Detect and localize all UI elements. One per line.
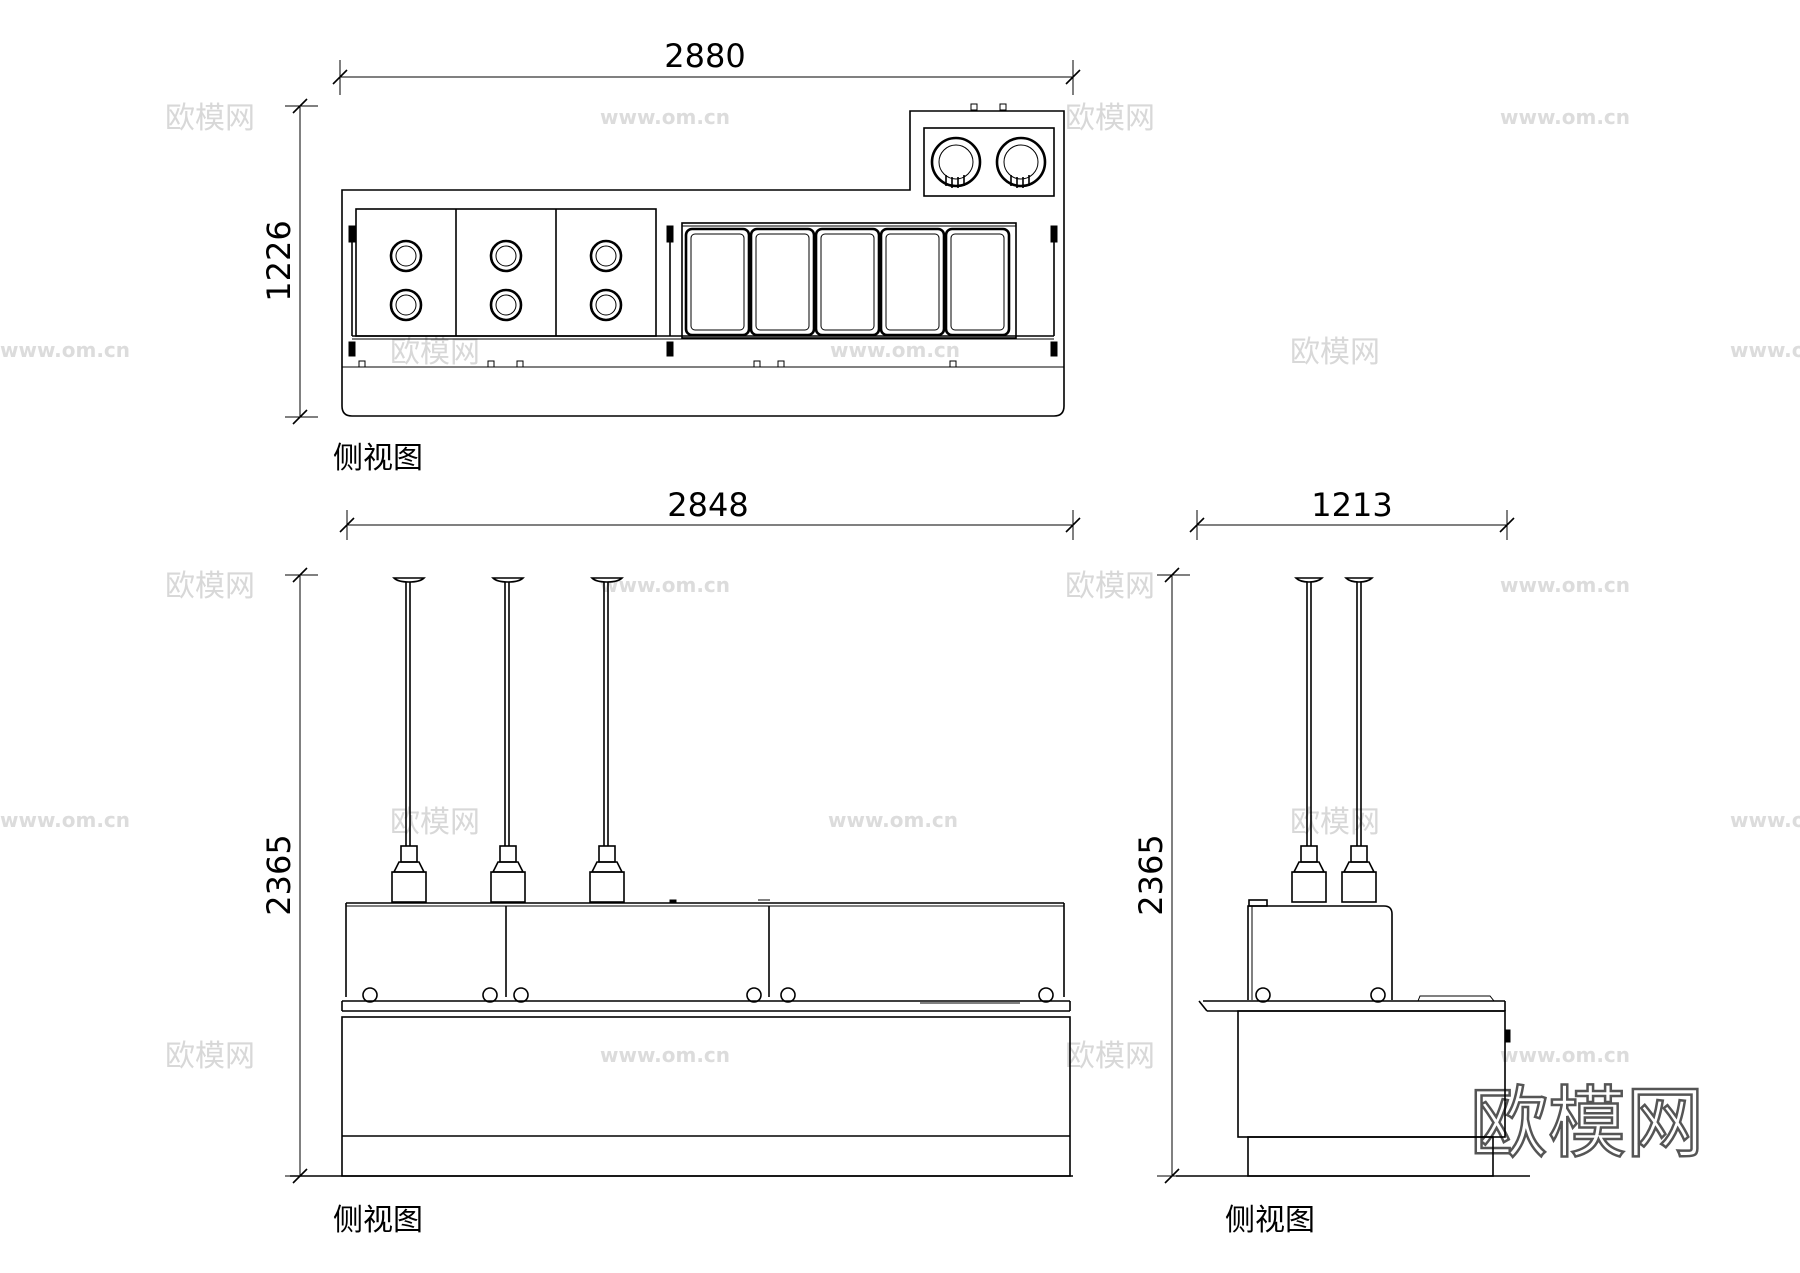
watermark-brand: 欧模网 xyxy=(1065,569,1155,604)
front-width-dimension: 2848 xyxy=(339,486,1081,540)
plan-depth-dimension: 1226 xyxy=(260,98,318,425)
watermark-url: www.om.cn xyxy=(0,338,130,362)
watermark-url: www.om.cn xyxy=(1500,573,1630,597)
plan-width-label: 2880 xyxy=(664,37,745,75)
counter-outline xyxy=(341,110,1065,417)
watermark-url: www.om.cn xyxy=(1500,1043,1630,1067)
side-heat-lamps xyxy=(1291,577,1377,903)
watermark-url: www.om.cn xyxy=(1730,808,1800,832)
watermark-brand: 欧模网 xyxy=(1290,335,1380,370)
watermark-brand: 欧模网 xyxy=(165,101,255,136)
watermark-brand: 欧模网 xyxy=(165,569,255,604)
watermark-brand: 欧模网 xyxy=(1290,805,1380,840)
side-width-label: 1213 xyxy=(1311,486,1392,524)
front-caption: 侧视图 xyxy=(333,1203,423,1238)
heat-lamps xyxy=(391,577,625,903)
plan-caption: 侧视图 xyxy=(333,441,423,476)
front-height-label: 2365 xyxy=(260,834,298,915)
watermark-url: www.om.cn xyxy=(600,1043,730,1067)
side-caption: 侧视图 xyxy=(1225,1203,1315,1238)
watermark-layer: 欧模网 www.om.cn 欧模网 www.om.cn www.om.cn 欧模… xyxy=(0,101,1800,1170)
watermark-url: www.om.cn xyxy=(600,573,730,597)
plan-width-dimension: 2880 xyxy=(332,37,1081,95)
counter-body xyxy=(341,1000,1071,1177)
watermark-brand: 欧模网 xyxy=(390,335,480,370)
side-sneeze-guard xyxy=(1247,899,1393,1003)
front-elevation: 2848 2365 xyxy=(260,486,1081,1238)
watermark-brand-large: 欧模网 xyxy=(1470,1079,1704,1169)
side-elevation: 1213 2365 xyxy=(1132,486,1530,1238)
watermark-url: www.om.cn xyxy=(1730,338,1800,362)
side-height-dimension: 2365 xyxy=(1132,567,1190,1184)
side-width-dimension: 1213 xyxy=(1189,486,1515,540)
watermark-url: www.om.cn xyxy=(0,808,130,832)
watermark-url: www.om.cn xyxy=(600,105,730,129)
side-counter-body xyxy=(1198,995,1511,1177)
bain-marie-pans xyxy=(681,222,1017,339)
induction-cooktops xyxy=(355,208,657,337)
front-height-dimension: 2365 xyxy=(260,567,318,1184)
watermark-brand: 欧模网 xyxy=(390,805,480,840)
double-burner-unit xyxy=(923,103,1055,197)
watermark-url: www.om.cn xyxy=(830,338,960,362)
sneeze-guard xyxy=(345,899,1065,1003)
watermark-url: www.om.cn xyxy=(1500,105,1630,129)
watermark-brand: 欧模网 xyxy=(165,1039,255,1074)
front-width-label: 2848 xyxy=(667,486,748,524)
plan-depth-label: 1226 xyxy=(260,220,298,301)
clips xyxy=(358,360,957,368)
watermark-brand: 欧模网 xyxy=(1065,101,1155,136)
side-height-label: 2365 xyxy=(1132,834,1170,915)
watermark-brand: 欧模网 xyxy=(1065,1039,1155,1074)
watermark-url: www.om.cn xyxy=(828,808,958,832)
glass-posts xyxy=(348,225,1058,357)
plan-view: 2880 1226 xyxy=(260,37,1081,476)
